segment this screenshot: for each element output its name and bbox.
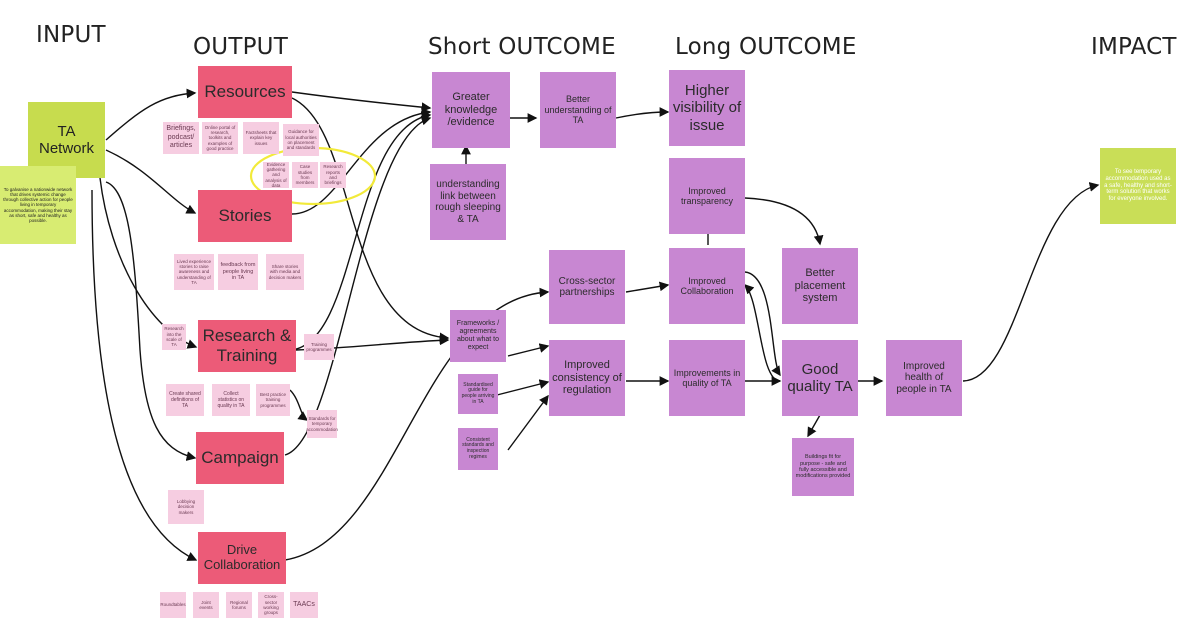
note-stories-1: Lived experience stories to raise awaren… xyxy=(174,254,214,290)
improved-collaboration-box: Improved Collaboration xyxy=(669,248,745,324)
ta-network-note: To galvanise a nationwide network that d… xyxy=(0,166,76,244)
note-rt-3: Best practice training programmes xyxy=(256,384,290,416)
frameworks-box: Frameworks / agreements about what to ex… xyxy=(450,310,506,362)
note-dc-2: Joint events xyxy=(193,592,219,618)
note-rt-right: Training programmes xyxy=(304,334,334,360)
note-dc-5: TAACs xyxy=(290,592,318,618)
column-title-output: OUTPUT xyxy=(193,34,288,60)
note-resources-2: Online portal of research, toolkits and … xyxy=(202,122,238,154)
note-dc-1: Roundtables xyxy=(160,592,186,618)
understanding-link-box: understanding link between rough sleepin… xyxy=(430,164,506,240)
cross-sector-partnerships-box: Cross-sector partnerships xyxy=(549,250,625,324)
drive-collaboration-box: Drive Collaboration xyxy=(198,532,286,584)
note-campaign-1: Lobbying decision makers xyxy=(168,490,204,524)
improvements-quality-box: Improvements in quality of TA xyxy=(669,340,745,416)
better-placement-box: Better placement system xyxy=(782,248,858,324)
note-dc-3: Regional forums xyxy=(226,592,252,618)
improved-consistency-box: Improved consistency of regulation xyxy=(549,340,625,416)
good-quality-box: Good quality TA xyxy=(782,340,858,416)
column-title-long-outcome: Long OUTCOME xyxy=(675,34,857,60)
impact-statement-box: To see temporary accommodation used as a… xyxy=(1100,148,1176,224)
note-stories-3: Share stories with media and decision ma… xyxy=(266,254,304,290)
note-dc-4: Cross-sector working groups xyxy=(258,592,284,618)
note-rt-2: Collect statistics on quality in TA xyxy=(212,384,250,416)
campaign-box: Campaign xyxy=(196,432,284,484)
improved-health-box: Improved health of people in TA xyxy=(886,340,962,416)
greater-knowledge-box: Greater knowledge /evidence xyxy=(432,72,510,148)
resources-box: Resources xyxy=(198,66,292,118)
column-title-short-outcome: Short OUTCOME xyxy=(428,34,616,60)
better-understanding-box: Better understanding of TA xyxy=(540,72,616,148)
note-stories-2: feedback from people living in TA xyxy=(218,254,258,290)
note-standard-guide: Standardised guide for people arriving i… xyxy=(458,374,498,414)
note-rt-left: Research into the scale of TA xyxy=(162,324,186,350)
improved-transparency-box: Improved transparency xyxy=(669,158,745,234)
note-circled-3: Research reports and briefings xyxy=(320,162,346,188)
note-rt-1: Create shared definitions of TA xyxy=(166,384,204,416)
stories-box: Stories xyxy=(198,190,292,242)
note-circled-1: Evidence gathering and analysis of data xyxy=(263,162,289,188)
note-circled-2: Case studies from members xyxy=(292,162,318,188)
note-resources-3: Factsheets that explain key issues xyxy=(243,122,279,154)
ta-network-box: TA Network xyxy=(28,102,105,178)
buildings-fit-box: Buildings fit for purpose - safe and ful… xyxy=(792,438,854,496)
research-training-box: Research & Training xyxy=(198,320,296,372)
note-resources-1: Briefings, podcast/ articles xyxy=(163,122,199,154)
note-resources-4: Guidance for local authorities on placem… xyxy=(283,124,319,156)
higher-visibility-box: Higher visibility of issue xyxy=(669,70,745,146)
note-rt-4: Standards for temporary accommodation xyxy=(306,410,338,438)
note-consistent-standards: Consistent standards and inspection regi… xyxy=(458,428,498,470)
column-title-input: INPUT xyxy=(36,22,106,48)
column-title-impact: IMPACT xyxy=(1091,34,1177,60)
